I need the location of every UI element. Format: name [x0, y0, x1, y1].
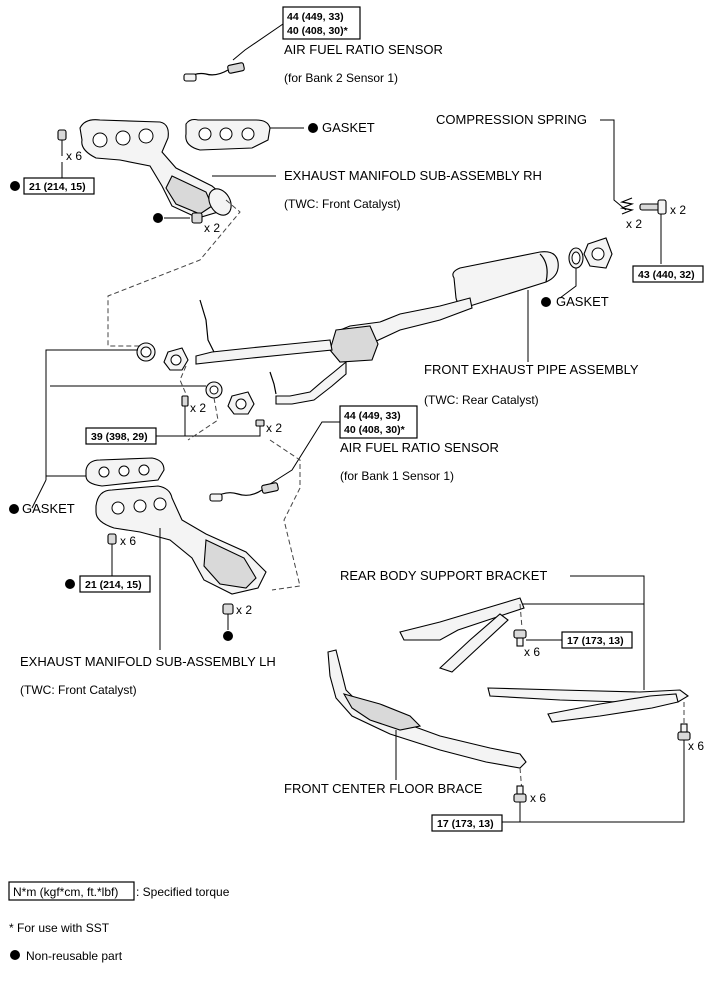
rh-stud-nut — [57, 129, 67, 141]
bracket-bolt-right — [677, 723, 691, 741]
non-reusable-icon — [541, 297, 551, 307]
qty-spring-bolts: x 2 — [670, 203, 686, 217]
compression-spring — [619, 197, 635, 215]
qty-spring: x 2 — [626, 217, 642, 231]
front-exhaust-pipe — [195, 251, 559, 405]
svg-text:40 (408, 30)*: 40 (408, 30)* — [344, 424, 406, 436]
torque-box-pipe-joint: 39 (398, 29) — [85, 427, 157, 445]
label-gasket-left: GASKET — [22, 501, 75, 516]
non-reusable-icon — [308, 123, 318, 133]
label-compression-spring: COMPRESSION SPRING — [436, 112, 587, 127]
brace-bolt — [513, 785, 527, 803]
label-gasket-right: GASKET — [556, 294, 609, 309]
legend-sst-note: * For use with SST — [9, 921, 110, 935]
gasket-rh — [185, 118, 271, 151]
torque-box-afr-top: 44 (449, 33) 40 (408, 30)* — [282, 6, 361, 40]
pipe-bolt-a — [181, 395, 189, 407]
svg-text:44 (449, 33): 44 (449, 33) — [344, 410, 401, 422]
non-reusable-icon — [9, 504, 19, 514]
pipe-flange-upper — [163, 347, 189, 371]
gasket-lh — [85, 457, 165, 487]
label-front-exhaust-pipe: FRONT EXHAUST PIPE ASSEMBLY — [424, 362, 639, 377]
label-manifold-rh-sub: (TWC: Front Catalyst) — [284, 197, 401, 211]
pipe-flange-right — [583, 237, 613, 269]
afr-sensor-bank2 — [183, 62, 245, 82]
svg-text:21 (214, 15): 21 (214, 15) — [85, 579, 142, 591]
lh-manifold-bolt — [222, 603, 234, 615]
non-reusable-icon — [223, 631, 233, 641]
non-reusable-icon — [65, 579, 75, 589]
svg-text:39 (398, 29): 39 (398, 29) — [91, 431, 148, 443]
label-gasket-top: GASKET — [322, 120, 375, 135]
svg-text:40 (408, 30)*: 40 (408, 30)* — [287, 25, 349, 37]
qty-lh-nuts: x 6 — [120, 534, 136, 548]
qty-bracket-bolts-right: x 6 — [688, 739, 704, 753]
label-afr-sensor-mid: AIR FUEL RATIO SENSOR — [340, 440, 499, 455]
rear-body-support-bracket — [399, 597, 689, 723]
qty-rh-bolts: x 2 — [204, 221, 220, 235]
pipe-flange-lower — [227, 391, 255, 415]
exhaust-manifold-lh — [95, 485, 267, 595]
svg-text:44 (449, 33): 44 (449, 33) — [287, 11, 344, 23]
qty-brace-bolts: x 6 — [530, 791, 546, 805]
afr-sensor-bank1 — [209, 482, 279, 502]
exhaust-manifold-rh — [79, 119, 232, 219]
label-afr-sensor-top-sub: (for Bank 2 Sensor 1) — [284, 71, 398, 85]
legend-torque: N*m (kgf*cm, ft.*lbf) : Specified torque — [8, 881, 230, 901]
pipe-bolt-b — [255, 419, 265, 427]
bracket-bolt — [513, 629, 527, 647]
rh-manifold-bolt — [191, 212, 203, 224]
torque-box-afr-mid: 44 (449, 33) 40 (408, 30)* — [339, 405, 418, 439]
label-front-floor-brace: FRONT CENTER FLOOR BRACE — [284, 781, 483, 796]
gasket-lower-ring — [205, 381, 223, 399]
torque-box-brace: 17 (173, 13) — [431, 814, 503, 832]
torque-box-lh-manifold: 21 (214, 15) — [79, 575, 151, 593]
torque-box-bracket: 17 (173, 13) — [561, 631, 633, 649]
label-rear-body-bracket: REAR BODY SUPPORT BRACKET — [340, 568, 547, 583]
non-reusable-icon — [10, 950, 20, 960]
torque-box-spring-bolt: 43 (440, 32) — [632, 265, 704, 283]
label-manifold-lh-sub: (TWC: Front Catalyst) — [20, 683, 137, 697]
label-afr-sensor-mid-sub: (for Bank 1 Sensor 1) — [340, 469, 454, 483]
label-manifold-lh: EXHAUST MANIFOLD SUB-ASSEMBLY LH — [20, 654, 276, 669]
svg-text:: Specified torque: : Specified torque — [136, 885, 230, 899]
lh-stud-nut — [107, 533, 117, 545]
svg-text:17 (173, 13): 17 (173, 13) — [437, 818, 494, 830]
svg-text:N*m (kgf*cm, ft.*lbf): N*m (kgf*cm, ft.*lbf) — [13, 885, 118, 899]
gasket-upper-ring — [136, 342, 156, 362]
svg-text:21 (214, 15): 21 (214, 15) — [29, 181, 86, 193]
svg-text:43 (440, 32): 43 (440, 32) — [638, 269, 695, 281]
legend-non-reusable: Non-reusable part — [26, 949, 123, 963]
torque-box-rh-manifold: 21 (214, 15) — [23, 177, 95, 195]
label-front-exhaust-pipe-sub: (TWC: Rear Catalyst) — [424, 393, 539, 407]
svg-text:17 (173, 13): 17 (173, 13) — [567, 635, 624, 647]
non-reusable-icon — [10, 181, 20, 191]
qty-pipe-bolts-a: x 2 — [190, 401, 206, 415]
qty-rh-nuts: x 6 — [66, 149, 82, 163]
qty-bracket-bolts: x 6 — [524, 645, 540, 659]
label-afr-sensor-top: AIR FUEL RATIO SENSOR — [284, 42, 443, 57]
qty-pipe-bolts-b: x 2 — [266, 421, 282, 435]
label-manifold-rh: EXHAUST MANIFOLD SUB-ASSEMBLY RH — [284, 168, 542, 183]
gasket-right-ring — [568, 247, 584, 269]
front-center-floor-brace — [327, 649, 527, 769]
non-reusable-icon — [153, 213, 163, 223]
qty-lh-bolts: x 2 — [236, 603, 252, 617]
spring-bolt — [639, 199, 667, 215]
